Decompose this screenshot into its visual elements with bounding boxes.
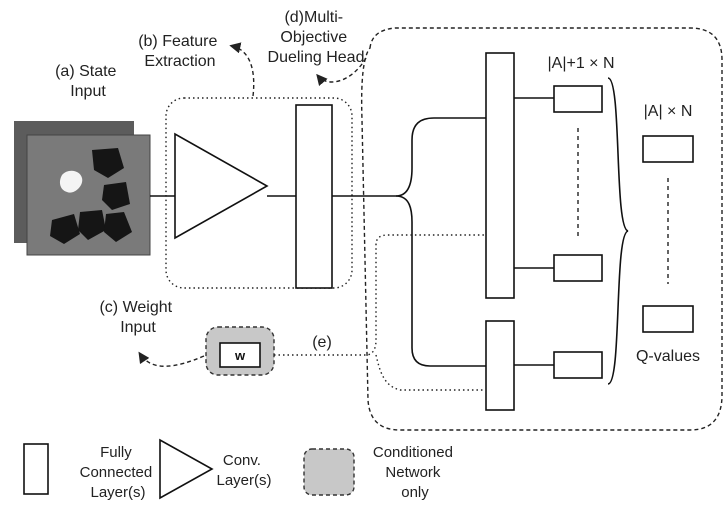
legend-conv-swatch [160, 440, 212, 498]
fc-to-advantage-branch [332, 118, 486, 196]
feature-extraction-arrow [232, 46, 254, 96]
state-input-image [14, 121, 150, 255]
state-input-label: (a) State Input [55, 63, 121, 100]
advantage-dims-label: |A|+1 × N [547, 55, 614, 72]
weight-input-label: (c) Weight Input [99, 299, 176, 336]
conv-layer-triangle [175, 134, 267, 238]
legend-fc-label: Fully Connected Layer(s) [80, 444, 157, 501]
conditioned-fc-layer [486, 321, 514, 410]
edge-e-label: (e) [312, 334, 332, 351]
advantage-output-top [554, 86, 602, 112]
q-value-box-bottom [643, 306, 693, 332]
advantage-output-bottom [554, 255, 602, 281]
aggregation-brace [608, 78, 628, 384]
legend: Fully Connected Layer(s) Conv. Layer(s) … [24, 440, 457, 501]
advantage-fc-layer [486, 53, 514, 298]
weight-symbol: w [234, 348, 246, 363]
weight-to-value-edge [376, 355, 486, 390]
legend-conv-label: Conv. Layer(s) [216, 452, 271, 489]
q-dims-label: |A| × N [644, 103, 693, 120]
fc-to-value-branch [396, 196, 486, 366]
value-output [554, 352, 602, 378]
legend-fc-swatch [24, 444, 48, 494]
feature-fc-layer [296, 105, 332, 288]
weight-input-arrow [140, 354, 204, 366]
q-values-label: Q-values [636, 348, 700, 365]
legend-conditioned-label: Conditioned Network only [373, 444, 457, 501]
legend-conditioned-swatch [304, 449, 354, 495]
dueling-head-label: (d)Multi- Objective Dueling Head [268, 9, 365, 66]
feature-extraction-label: (b) Feature Extraction [138, 33, 222, 70]
q-value-box-top [643, 136, 693, 162]
